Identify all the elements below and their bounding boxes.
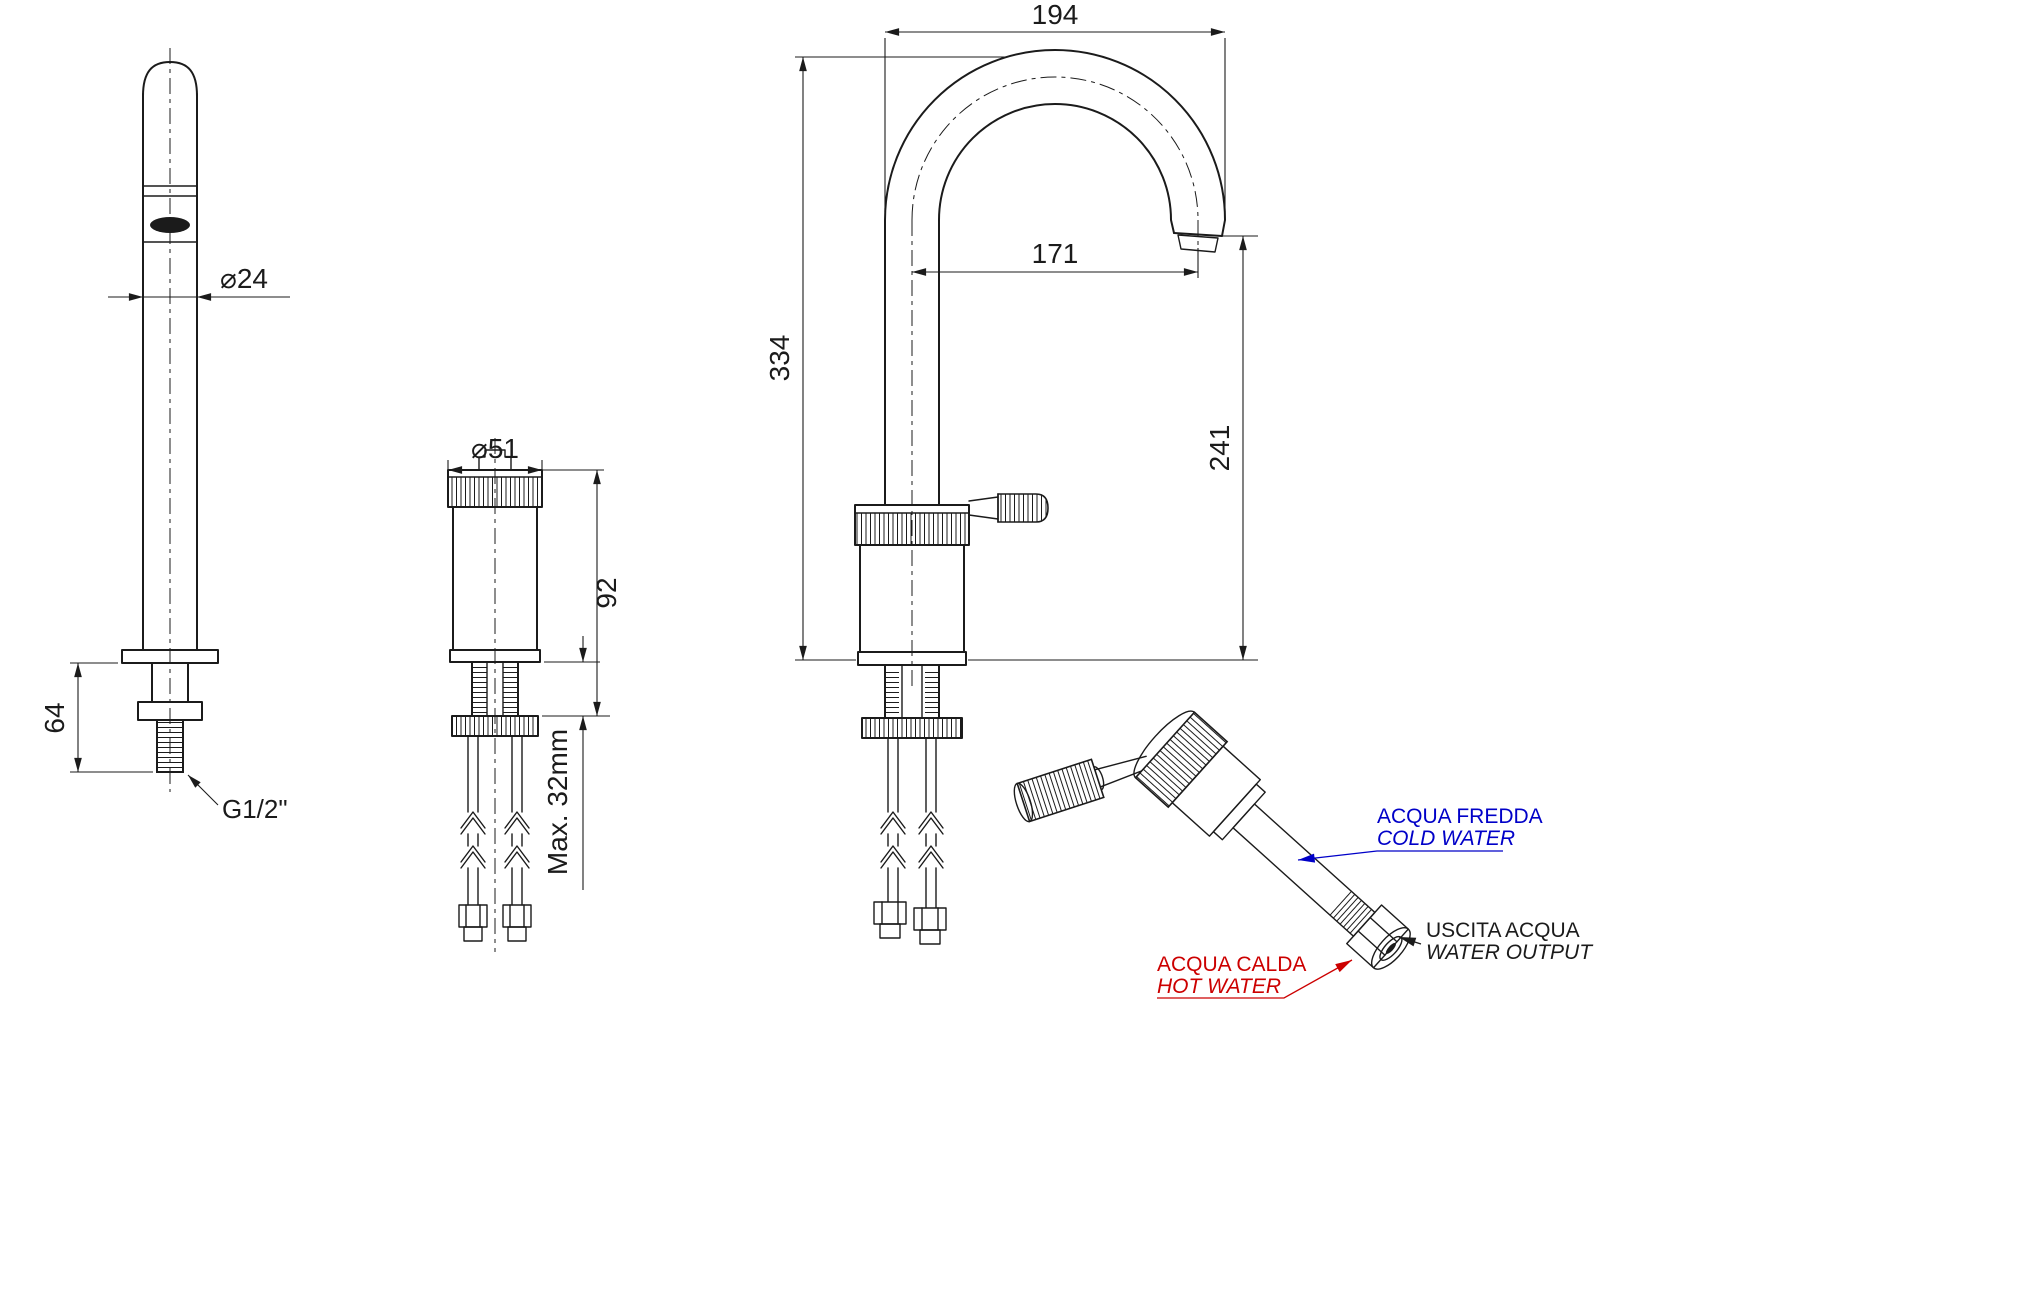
spout-top-dome — [142, 61, 198, 97]
cold-water-label-en: COLD WATER — [1377, 827, 1515, 850]
dim-text: 92 — [591, 577, 622, 608]
dim-base-height: 64 — [39, 662, 153, 773]
dim-text: ⌀24 — [220, 263, 268, 294]
supply-hoses — [460, 735, 530, 906]
water-output-label-it: USCITA ACQUA — [1426, 919, 1580, 942]
dim-text: 241 — [1204, 425, 1235, 472]
hose-end-fittings — [873, 901, 947, 945]
dim-text: Max. 32mm — [542, 729, 573, 875]
supply-hoses — [880, 737, 944, 909]
shank-locknut — [451, 715, 539, 737]
spout-inner — [938, 103, 1175, 234]
dim-counter-max: Max. 32mm — [542, 636, 600, 890]
dim-overall-width: 194 — [884, 0, 1226, 212]
shank-locknut — [861, 717, 963, 739]
annotation-cold-water: ACQUA FREDDA COLD WATER — [1297, 805, 1543, 863]
dim-text: 194 — [1032, 0, 1079, 30]
dim-text: 171 — [1032, 238, 1079, 269]
cartridge-view: ⌀51 92 Max. 32mm — [447, 433, 622, 952]
hose-end-fittings — [458, 904, 532, 942]
iso-handle — [1013, 755, 1151, 823]
water-output-label-en: WATER OUTPUT — [1426, 941, 1594, 964]
spout-aerator — [1177, 234, 1219, 253]
base-flange — [857, 651, 967, 666]
cold-water-label-it: ACQUA FREDDA — [1377, 805, 1543, 828]
dim-cartridge-diameter: ⌀51 — [447, 433, 604, 476]
dim-outlet-height: 241 — [1204, 235, 1258, 661]
iso-view: ACQUA FREDDA COLD WATER USCITA ACQUA WAT… — [1013, 710, 1594, 999]
thread-stub — [156, 719, 184, 773]
spout-outer — [884, 49, 1226, 506]
hot-water-label-it: ACQUA CALDA — [1157, 953, 1306, 976]
dim-cartridge-height: 92 — [542, 469, 622, 717]
iso-outlet-opening — [1385, 942, 1396, 954]
dim-overall-height: 334 — [764, 56, 1258, 661]
base-flange — [121, 649, 219, 664]
handle-lever — [968, 493, 1049, 523]
flange — [449, 649, 541, 663]
spout-side-view: ⌀24 64 G1/2" — [39, 48, 290, 824]
dim-text: 334 — [764, 335, 795, 382]
dim-text: ⌀51 — [471, 433, 519, 464]
hot-water-label-en: HOT WATER — [1157, 975, 1281, 998]
aerator-outlet — [150, 217, 190, 233]
cartridge-cap — [478, 449, 512, 471]
annotation-water-output: USCITA ACQUA WATER OUTPUT — [1398, 919, 1594, 964]
annotation-hot-water: ACQUA CALDA HOT WATER — [1157, 953, 1353, 999]
front-view: 194 171 334 241 — [764, 0, 1258, 945]
thread-callout: G1/2" — [187, 774, 288, 824]
dim-spout-reach: 171 — [911, 238, 1199, 278]
dim-spout-diameter: ⌀24 — [108, 263, 290, 301]
thread-label: G1/2" — [222, 794, 288, 824]
dim-text: 64 — [39, 702, 70, 733]
